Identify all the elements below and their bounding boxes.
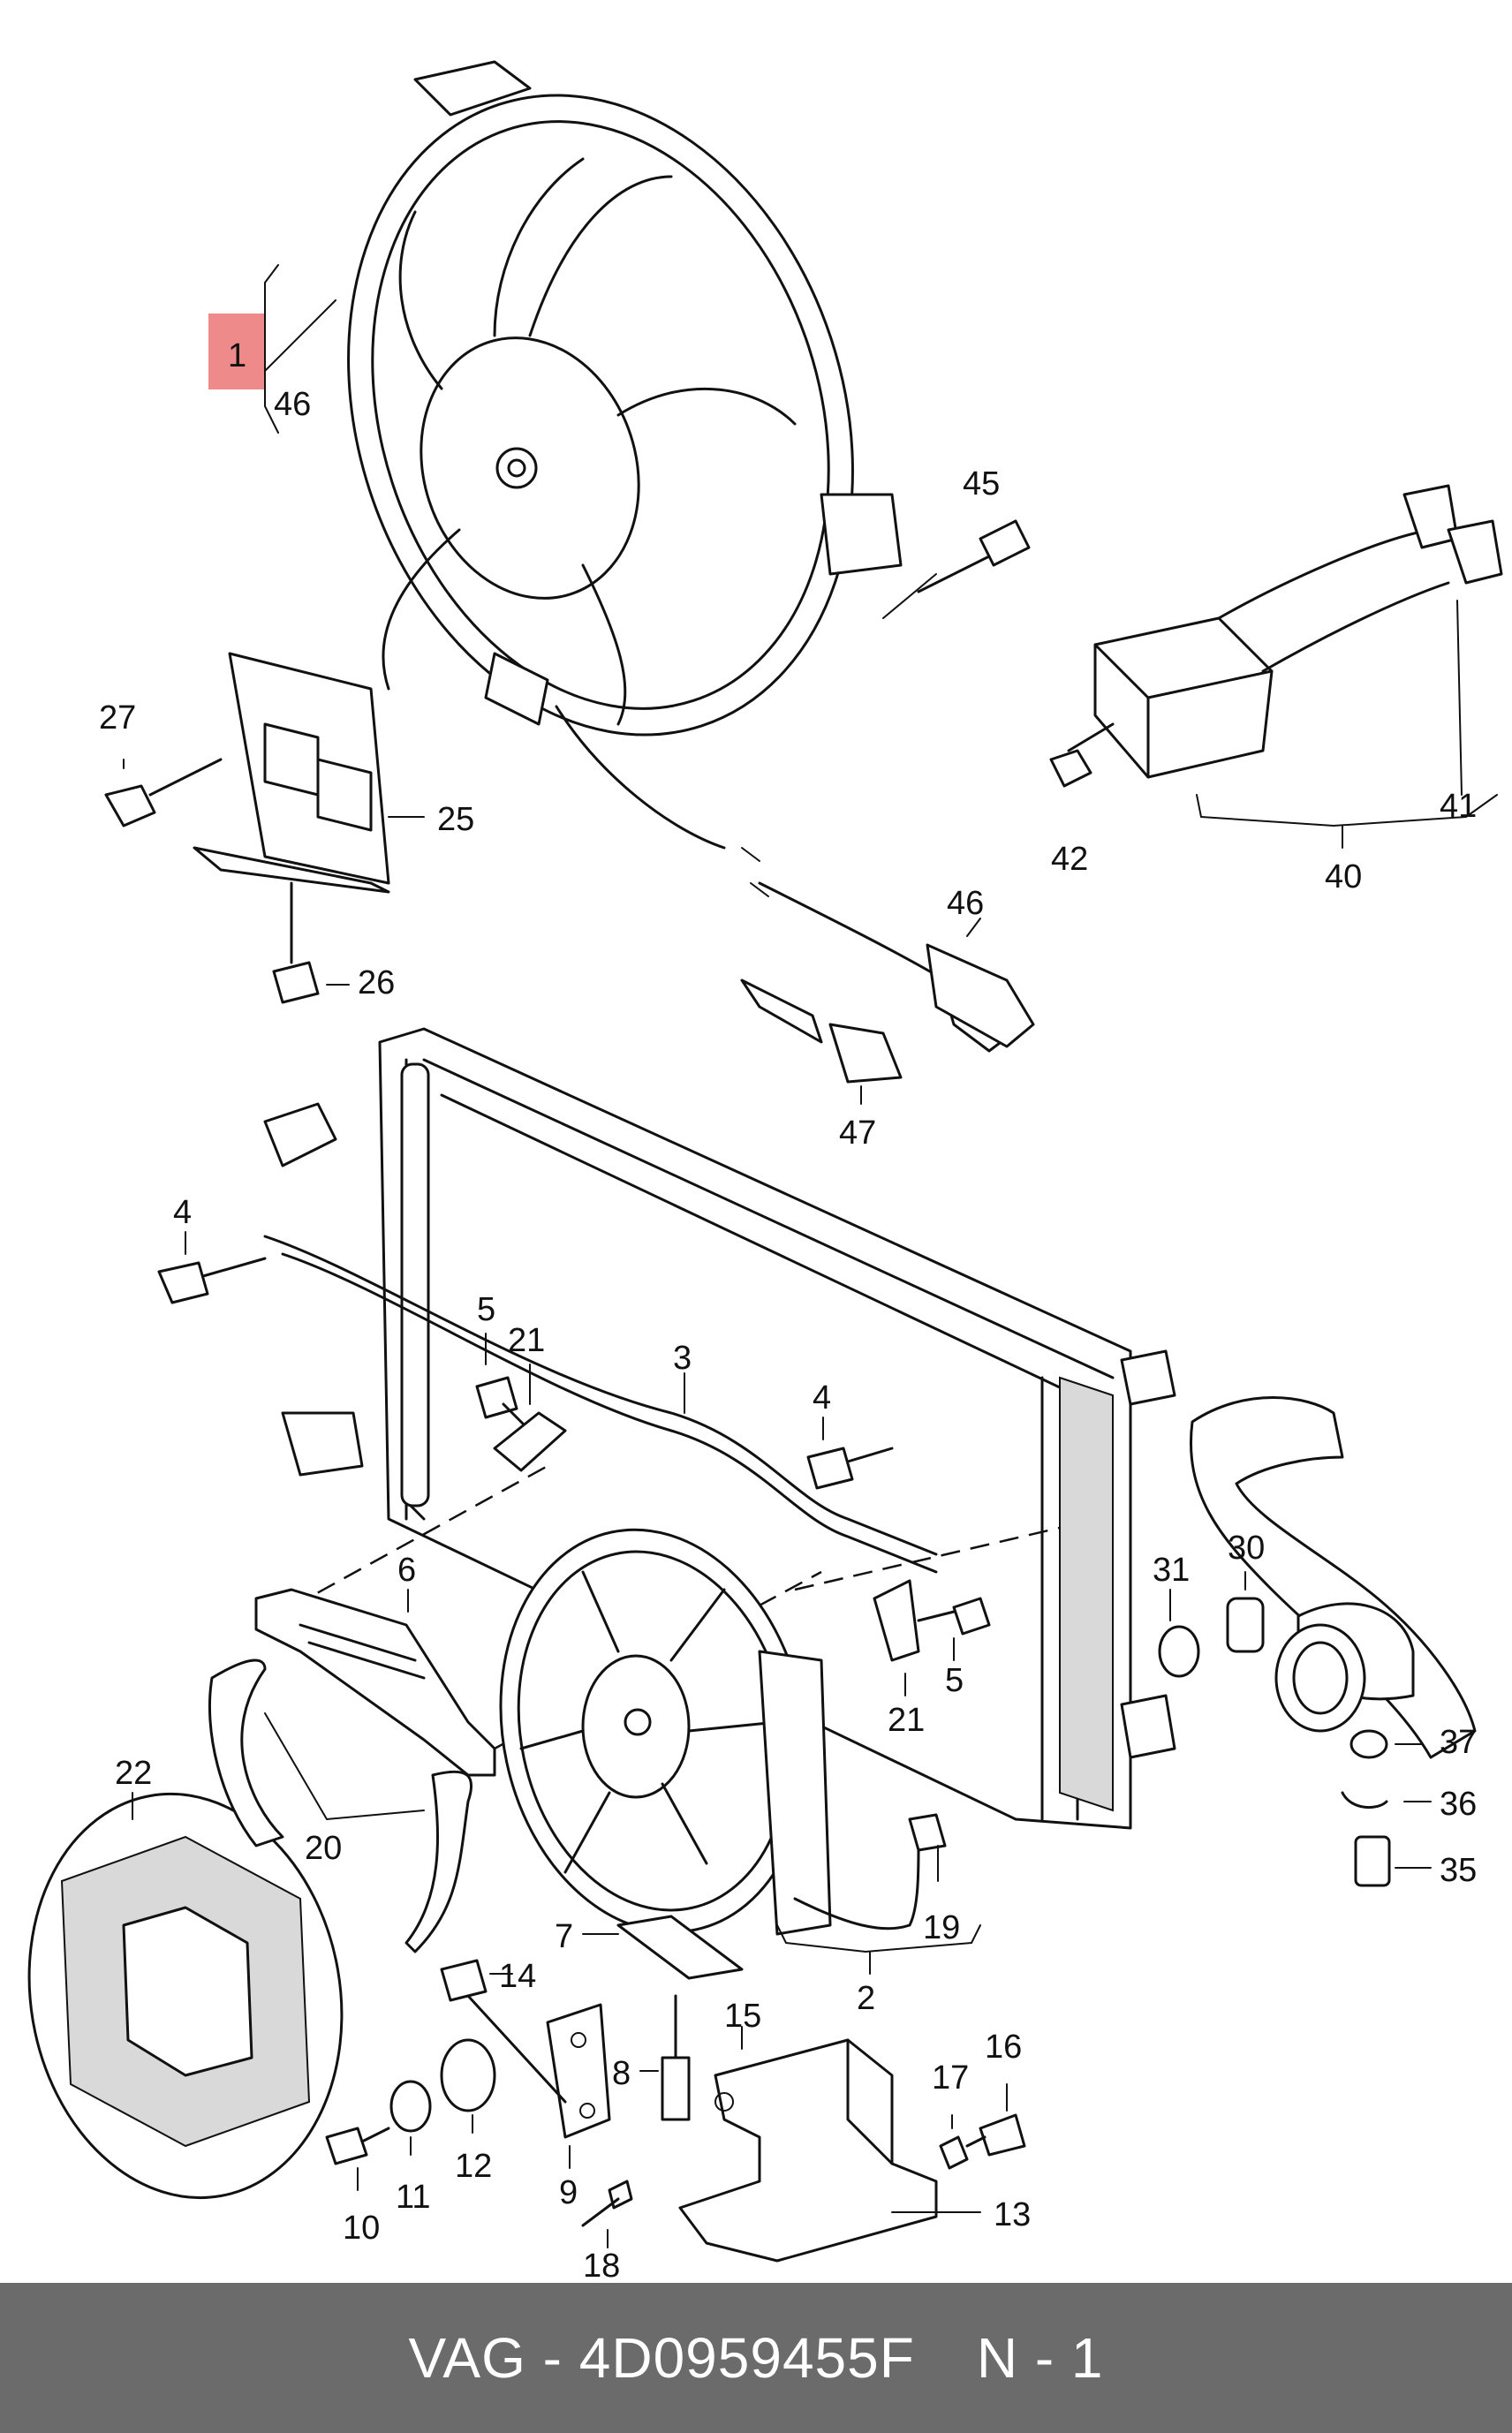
callout-11: 11: [396, 2179, 430, 2216]
callout-42: 42: [1051, 841, 1088, 878]
callout-40: 40: [1325, 858, 1362, 895]
callout-3: 3: [673, 1340, 692, 1377]
callout-12: 12: [455, 2148, 492, 2185]
callout-8: 8: [612, 2055, 631, 2092]
resistor-bracket-25: [104, 652, 425, 1004]
callout-5-right: 5: [945, 1662, 964, 1699]
callout-18: 18: [583, 2248, 620, 2283]
callout-6: 6: [397, 1552, 416, 1589]
callout-4-right: 4: [813, 1379, 831, 1417]
callout-26: 26: [358, 964, 395, 1001]
position-label: N - 1: [976, 2326, 1104, 2390]
part-number-label: 4D0959455F: [578, 2326, 915, 2390]
callout-4: 4: [173, 1194, 192, 1231]
upper-fan-assembly: [347, 60, 1026, 1053]
callout-7: 7: [555, 1918, 573, 1955]
sensor-46-47: [740, 918, 1035, 1105]
callout-46-upper: 46: [274, 386, 311, 423]
callout-21: 21: [508, 1322, 545, 1359]
callout-45: 45: [963, 465, 1000, 502]
callout-19: 19: [923, 1909, 960, 1946]
callout-2: 2: [857, 1980, 875, 2017]
control-module-40: [1049, 484, 1503, 849]
brand-label: VAG: [408, 2326, 526, 2390]
highlighted-callout-marker: [208, 314, 265, 389]
callout-15: 15: [724, 1998, 761, 2035]
shroud-6: [254, 1588, 496, 1777]
fan-grille-22: [27, 1792, 344, 2200]
callout-5: 5: [477, 1291, 495, 1328]
callout-14: 14: [499, 1958, 536, 1995]
callout-16: 16: [985, 2029, 1022, 2066]
callout-20: 20: [305, 1830, 342, 1867]
carrier-13: [581, 2026, 1026, 2263]
callout-10: 10: [343, 2210, 380, 2247]
callout-35: 35: [1440, 1852, 1477, 1889]
clips-20: [208, 1659, 473, 1953]
callout-47: 47: [839, 1114, 876, 1152]
callout-bracket-1: [264, 264, 279, 434]
callout-17: 17: [932, 2059, 969, 2097]
mounting-bracket-7: [440, 1915, 744, 2169]
part-number-footer: VAG - 4D0959455F N - 1: [0, 2283, 1512, 2433]
screw-45: [882, 519, 1031, 619]
callout-13: 13: [994, 2196, 1031, 2233]
exploded-parts-diagram: 46 45 41 42 40 27 25 26: [27, 60, 1503, 2283]
callout-1: 1: [228, 337, 246, 374]
separator-label: -: [542, 2326, 563, 2390]
callout-37: 37: [1440, 1724, 1477, 1761]
callout-31: 31: [1153, 1552, 1190, 1589]
callout-9: 9: [559, 2174, 578, 2211]
callout-30: 30: [1228, 1530, 1265, 1567]
coolant-hose: [1158, 1396, 1477, 1887]
callout-21-right: 21: [888, 1702, 925, 1739]
callout-36: 36: [1440, 1786, 1477, 1823]
lower-fan-2: [499, 1528, 981, 1975]
callout-25: 25: [437, 801, 474, 838]
rubber-mounts: [325, 2038, 496, 2191]
callout-22: 22: [115, 1755, 152, 1792]
callout-46: 46: [947, 885, 984, 922]
bolts-left: [157, 1231, 567, 1472]
callout-41: 41: [1440, 788, 1477, 825]
callout-27: 27: [99, 699, 136, 737]
bolts-right: [806, 1417, 991, 1696]
radiator-condenser: [263, 1027, 1176, 1830]
